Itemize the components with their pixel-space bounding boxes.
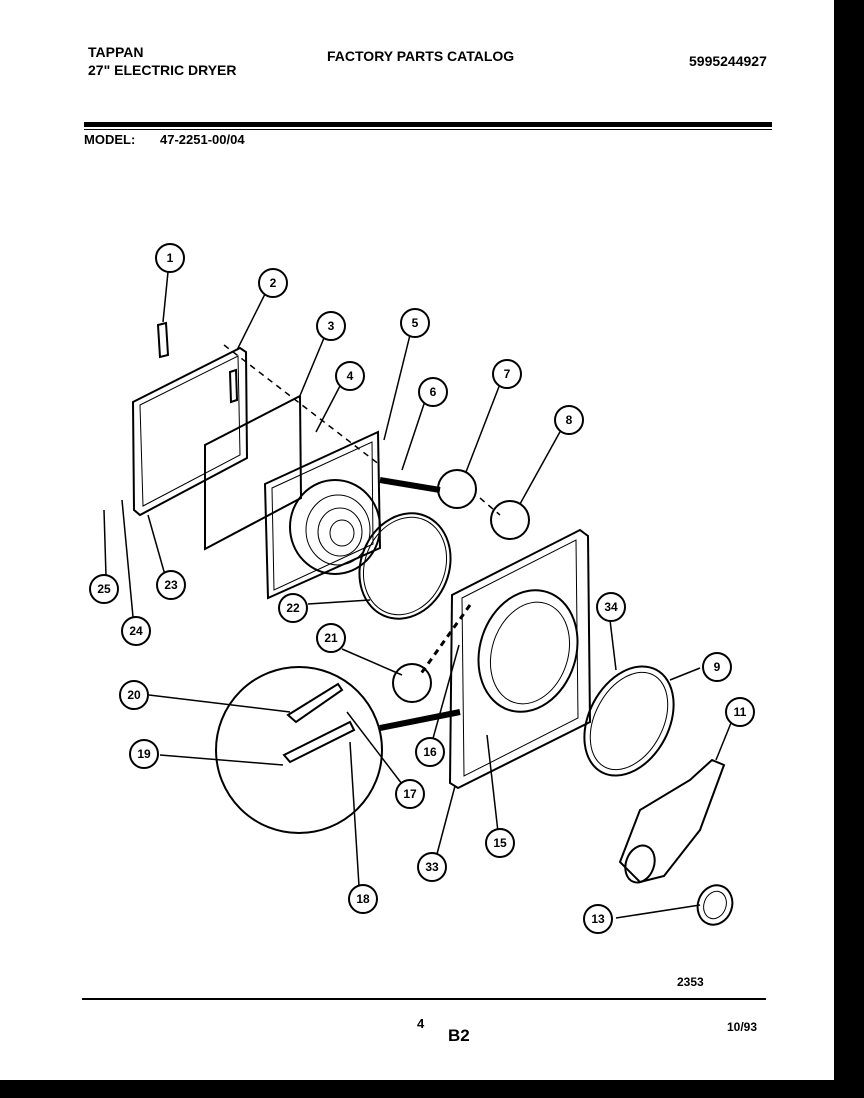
footer-rule — [82, 998, 766, 1000]
callout-1: 1 — [155, 243, 185, 273]
callout-4: 4 — [335, 361, 365, 391]
callout-13: 13 — [583, 904, 613, 934]
catalog-number: 5995244927 — [689, 53, 767, 69]
callout-16: 16 — [415, 737, 445, 767]
header-rule-thin — [84, 129, 772, 130]
svg-text:18: 18 — [356, 892, 370, 906]
callout-7: 7 — [492, 359, 522, 389]
callout-18: 18 — [348, 884, 378, 914]
callout-11: 11 — [725, 697, 755, 727]
callout-5: 5 — [400, 308, 430, 338]
callout-25: 25 — [89, 574, 119, 604]
callout-19: 19 — [129, 739, 159, 769]
callout-6: 6 — [418, 377, 448, 407]
callout-2: 2 — [258, 268, 288, 298]
brand-name: TAPPAN — [88, 44, 144, 60]
callout-33: 33 — [417, 852, 447, 882]
callout-3: 3 — [316, 311, 346, 341]
revision-date: 10/93 — [727, 1020, 758, 1034]
model-number: 47-2251-00/04 — [160, 132, 245, 147]
callout-21: 21 — [316, 623, 346, 653]
svg-text:11: 11 — [734, 705, 747, 719]
svg-text:21: 21 — [324, 631, 338, 645]
svg-text:9: 9 — [714, 660, 721, 674]
svg-text:19: 19 — [137, 747, 151, 761]
callout-15: 15 — [485, 828, 515, 858]
scan-edge-right — [834, 0, 864, 1098]
callout-24: 24 — [121, 616, 151, 646]
section-code: B2 — [448, 1026, 470, 1045]
svg-text:20: 20 — [127, 688, 141, 702]
svg-text:4: 4 — [347, 369, 354, 383]
callout-9: 9 — [702, 652, 732, 682]
svg-text:22: 22 — [286, 601, 300, 615]
callout-8: 8 — [554, 405, 584, 435]
svg-text:3: 3 — [328, 319, 335, 333]
svg-text:2: 2 — [270, 276, 277, 290]
svg-text:16: 16 — [423, 745, 437, 759]
callout-23: 23 — [156, 570, 186, 600]
callout-17: 17 — [395, 779, 425, 809]
svg-text:24: 24 — [129, 624, 143, 638]
page-number: 4 — [417, 1016, 425, 1031]
model-label: MODEL: — [84, 132, 136, 147]
callout-34: 34 — [596, 592, 626, 622]
callout-22: 22 — [278, 593, 308, 623]
svg-text:7: 7 — [504, 367, 511, 381]
svg-text:23: 23 — [164, 578, 178, 592]
callout-20: 20 — [119, 680, 149, 710]
svg-text:33: 33 — [425, 860, 439, 874]
svg-text:13: 13 — [591, 912, 605, 926]
catalog-title: FACTORY PARTS CATALOG — [327, 48, 515, 64]
svg-text:1: 1 — [167, 251, 174, 265]
drawing-number: 2353 — [677, 975, 704, 989]
header-rule — [84, 122, 772, 127]
svg-text:15: 15 — [493, 836, 507, 850]
svg-text:34: 34 — [604, 600, 618, 614]
svg-text:5: 5 — [412, 316, 419, 330]
svg-text:6: 6 — [430, 385, 437, 399]
svg-text:25: 25 — [97, 582, 111, 596]
product-name: 27" ELECTRIC DRYER — [88, 62, 237, 78]
svg-text:17: 17 — [403, 787, 417, 801]
svg-text:8: 8 — [566, 413, 573, 427]
scan-edge-bottom — [0, 1080, 864, 1098]
